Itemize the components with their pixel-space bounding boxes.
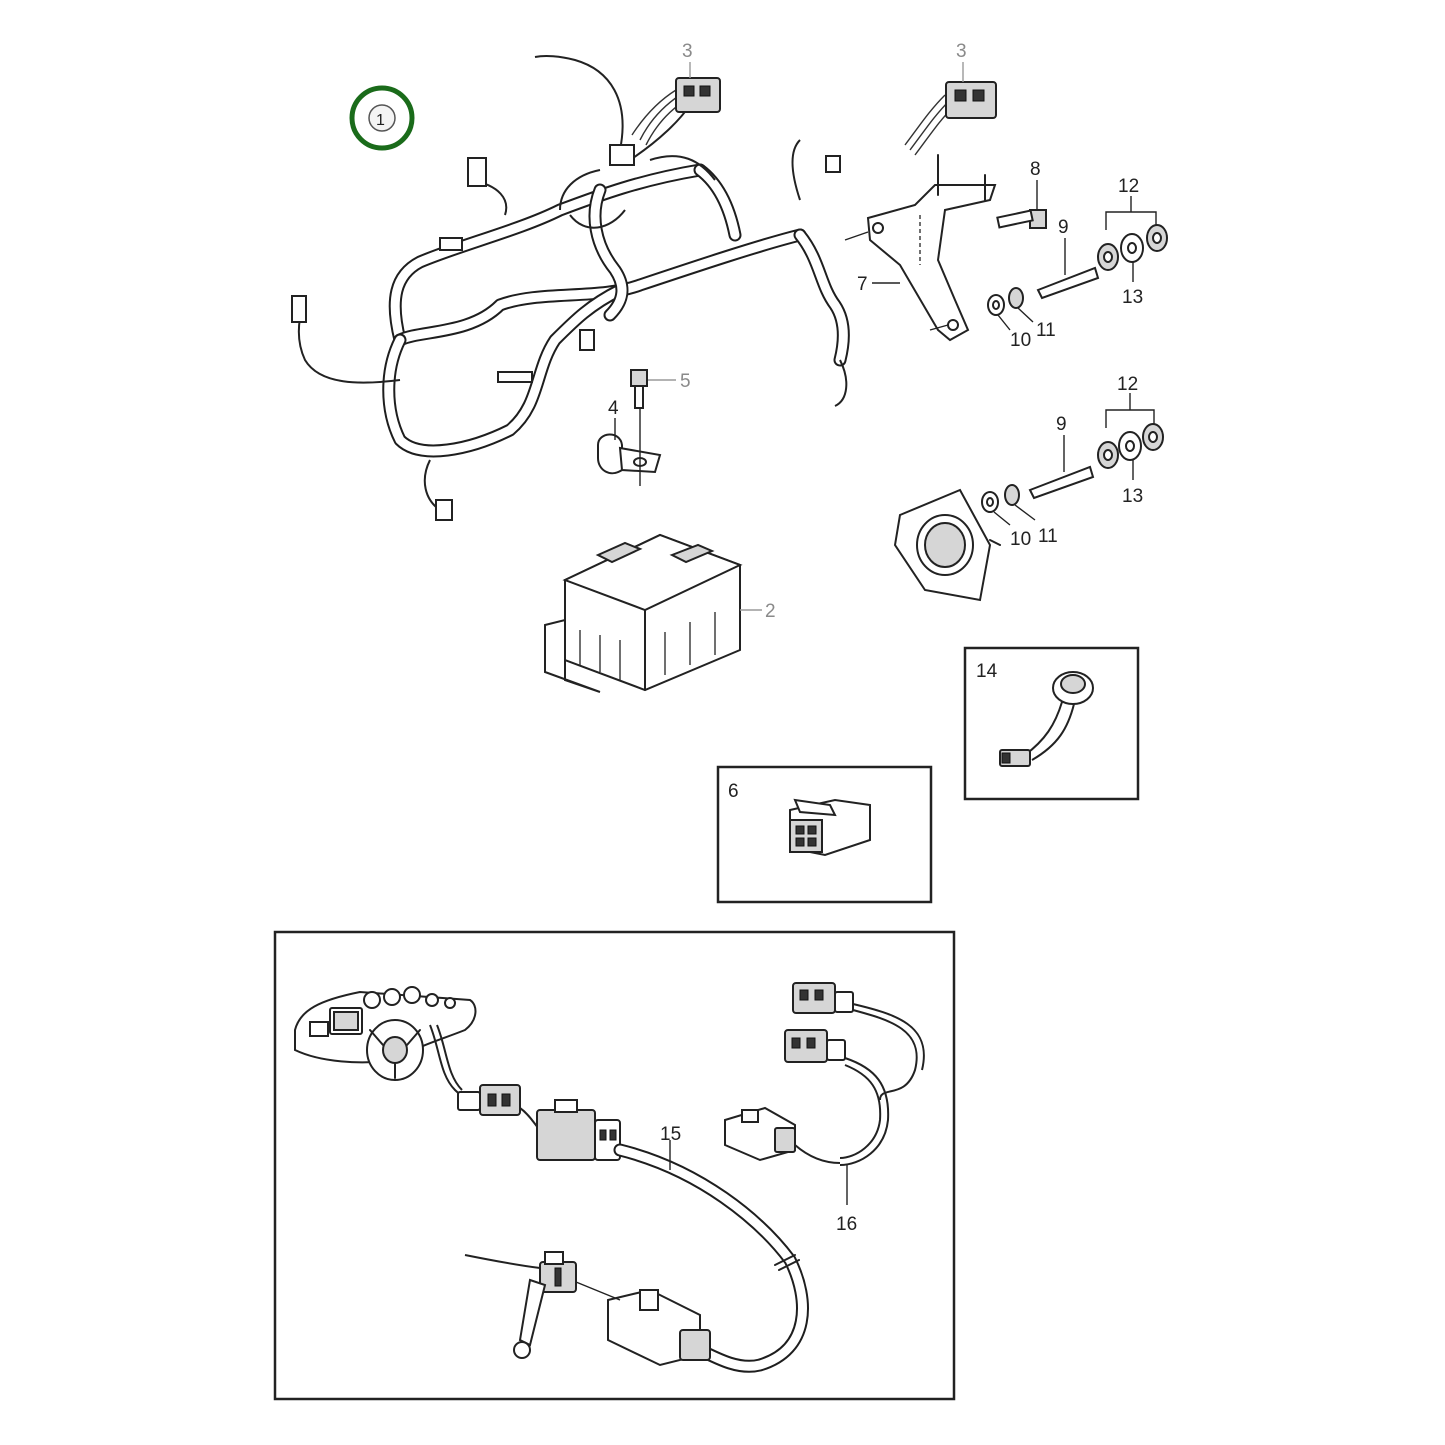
connector-15-head[interactable] <box>536 1099 621 1161</box>
callout-1-label: 1 <box>376 112 385 129</box>
harness-connector-right <box>825 155 841 173</box>
callout-1-highlight[interactable]: 1 <box>349 85 415 151</box>
detail-box-15-16[interactable] <box>273 930 956 1401</box>
washer-10a[interactable] <box>987 294 1011 331</box>
connector-15-tail[interactable] <box>607 1288 711 1367</box>
callout-13b: 13 <box>1122 486 1143 507</box>
callout-16: 16 <box>836 1214 857 1235</box>
callout-12b: 12 <box>1117 374 1138 395</box>
detail-box-6[interactable] <box>716 765 933 904</box>
harness-clip <box>497 371 533 383</box>
harness-clip-2 <box>439 237 463 251</box>
lockwasher-11b[interactable] <box>1004 484 1036 521</box>
callout-3b: 3 <box>956 41 967 62</box>
lockwasher-11a[interactable] <box>1008 287 1034 323</box>
callout-4: 4 <box>608 398 619 419</box>
harness-connector-left <box>291 295 307 323</box>
stud-9b[interactable] <box>1028 435 1095 500</box>
detail-box-14[interactable] <box>963 646 1140 801</box>
washer-10b[interactable] <box>981 491 1011 526</box>
screw-5[interactable] <box>630 369 676 409</box>
sensor-assembly[interactable] <box>464 1251 621 1359</box>
callout-8: 8 <box>1030 159 1041 180</box>
fuse-box-2[interactable] <box>544 533 762 693</box>
harness-clip-3 <box>579 329 595 351</box>
clamp-4[interactable] <box>597 408 662 486</box>
callout-9b: 9 <box>1056 414 1067 435</box>
callout-10b: 10 <box>1010 529 1031 550</box>
callout-3a: 3 <box>682 41 693 62</box>
callout-7: 7 <box>857 274 868 295</box>
harness-connector-top-left <box>467 157 487 187</box>
connector-pair-a[interactable] <box>457 1084 521 1116</box>
stud-9a[interactable] <box>1036 238 1100 300</box>
callout-13a: 13 <box>1122 287 1143 308</box>
connector-3-standalone[interactable] <box>904 81 997 156</box>
callout-9a: 9 <box>1058 217 1069 238</box>
nut-washer-set-12b[interactable] <box>1097 393 1164 480</box>
harness-connector-bottom <box>435 499 453 521</box>
dashboard-illustration <box>294 986 477 1081</box>
callout-14: 14 <box>976 661 998 682</box>
callout-5: 5 <box>680 371 691 392</box>
callout-12a: 12 <box>1118 176 1139 197</box>
nut-washer-set-12a[interactable] <box>1097 196 1168 282</box>
bracket-7[interactable] <box>866 154 997 342</box>
callout-6: 6 <box>728 781 739 802</box>
callout-11b: 11 <box>1038 526 1058 547</box>
bolt-8[interactable] <box>996 180 1047 229</box>
callout-10a: 10 <box>1010 330 1031 351</box>
ring-bracket[interactable] <box>893 488 1001 602</box>
wiring-harness[interactable] <box>291 55 850 521</box>
callout-15: 15 <box>660 1124 681 1145</box>
callout-2: 2 <box>765 601 776 622</box>
harness-junction <box>609 144 635 166</box>
connector-3-on-harness[interactable] <box>631 77 721 146</box>
callout-11a: 11 <box>1036 320 1056 341</box>
harness-16[interactable] <box>724 982 925 1205</box>
